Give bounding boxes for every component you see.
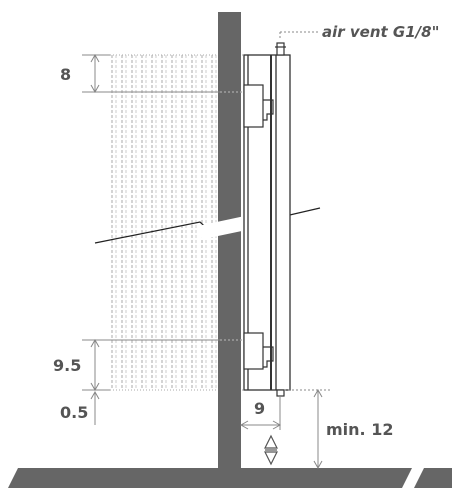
dim-floor-clearance-label: min. 12 — [326, 420, 393, 439]
dim-bottom-label: 9.5 — [53, 356, 81, 375]
wall-break-gap — [199, 216, 246, 240]
dim-floor-clearance — [284, 388, 330, 470]
air-vent-label: air vent G1/8" — [322, 23, 439, 41]
dim-bottom — [82, 338, 220, 392]
dim-offset-label: 0.5 — [60, 403, 88, 422]
floor — [8, 468, 412, 488]
top-bracket — [220, 84, 274, 128]
hatched-radiator-outline — [95, 54, 244, 391]
dim-offset — [90, 390, 100, 425]
wall — [218, 12, 241, 488]
adjust-arrows-icon — [264, 434, 278, 466]
bottom-bracket — [220, 332, 274, 370]
floor-segment-right — [414, 468, 452, 488]
dim-wall-gap — [239, 396, 282, 430]
bottom-valve — [276, 389, 285, 397]
dim-top — [82, 53, 220, 94]
air-vent — [275, 42, 286, 56]
dim-top-label: 8 — [60, 65, 71, 84]
dim-wall-gap-label: 9 — [254, 399, 265, 418]
